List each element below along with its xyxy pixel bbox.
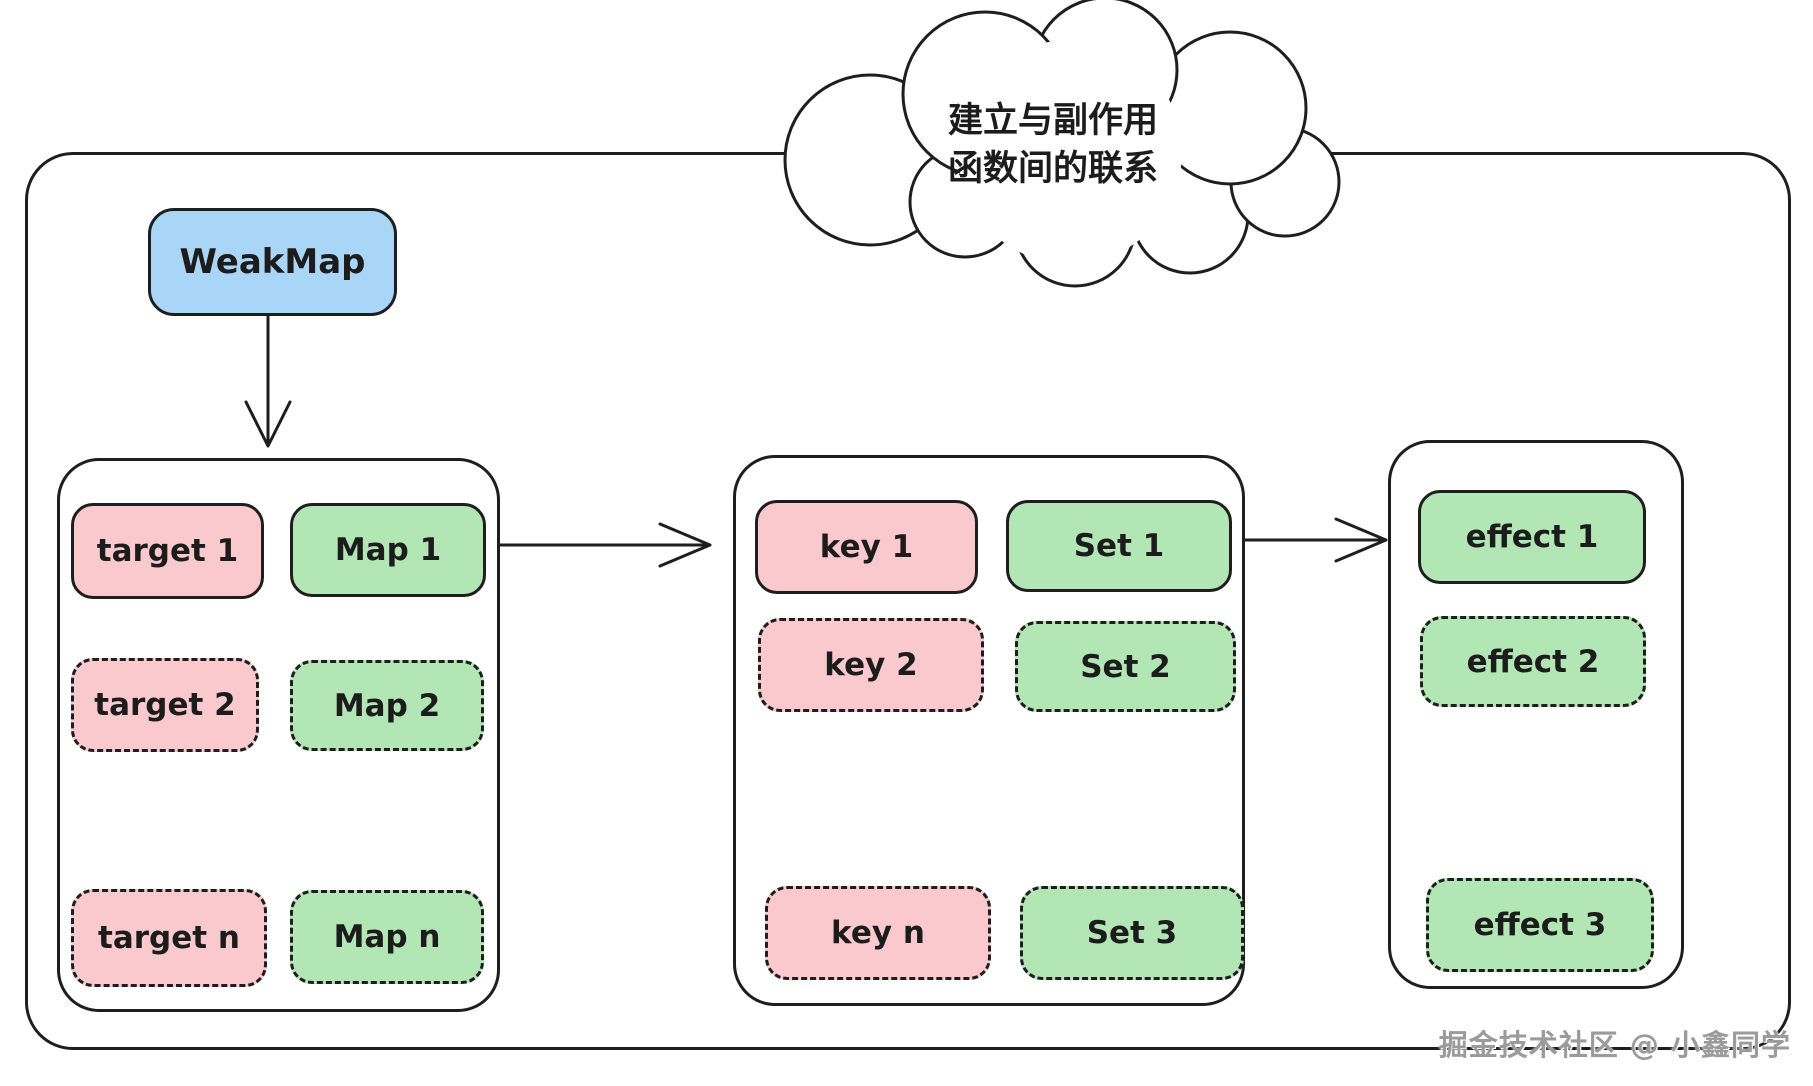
cloud-callout: 建立与副作用 函数间的联系 bbox=[783, 0, 1341, 288]
target-2-node: target 2 bbox=[71, 658, 259, 752]
map-entries-container: key 1 Set 1 key 2 Set 2 key n Set 3 bbox=[733, 455, 1245, 1006]
key-n-node: key n bbox=[765, 886, 991, 980]
map-n-node: Map n bbox=[290, 890, 484, 984]
cloud-text-line1: 建立与副作用 bbox=[948, 101, 1158, 141]
effect-2-node: effect 2 bbox=[1420, 616, 1646, 707]
weakmap-label: WeakMap bbox=[179, 242, 366, 282]
key-2-node: key 2 bbox=[758, 618, 984, 712]
effects-container: effect 1 effect 2 effect 3 bbox=[1388, 440, 1684, 989]
watermark-text: 掘金技术社区 @ 小鑫同学 bbox=[1438, 1028, 1791, 1062]
weakmap-entries-container: target 1 Map 1 target 2 Map 2 target n M… bbox=[57, 458, 500, 1012]
cloud-inner-fill bbox=[958, 40, 1182, 264]
effect-3-node: effect 3 bbox=[1426, 878, 1654, 972]
set-2-node: Set 2 bbox=[1015, 621, 1236, 712]
key-1-node: key 1 bbox=[755, 500, 978, 594]
map-2-node: Map 2 bbox=[290, 660, 484, 751]
map-1-node: Map 1 bbox=[290, 503, 486, 597]
cloud-text-line2: 函数间的联系 bbox=[948, 149, 1158, 189]
target-n-node: target n bbox=[71, 889, 267, 987]
set-3-node: Set 3 bbox=[1020, 886, 1244, 980]
weakmap-node: WeakMap bbox=[148, 208, 397, 316]
target-1-node: target 1 bbox=[71, 503, 264, 599]
effect-1-node: effect 1 bbox=[1418, 490, 1646, 584]
set-1-node: Set 1 bbox=[1006, 500, 1232, 592]
